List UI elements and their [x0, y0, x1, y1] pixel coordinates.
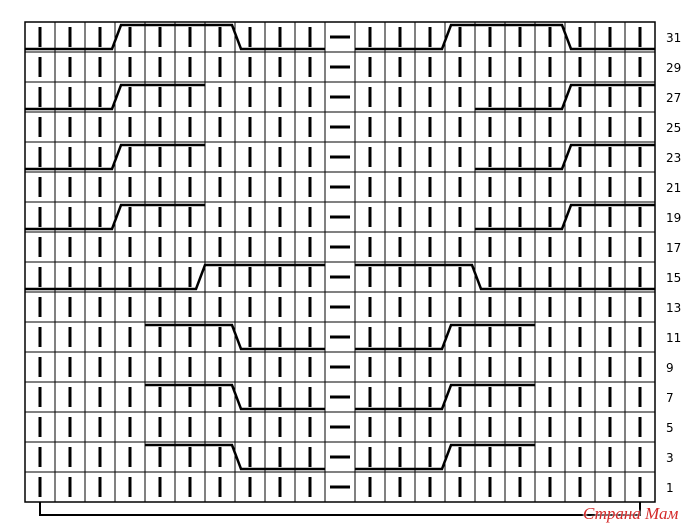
cable-cross-line	[145, 383, 325, 411]
row-number: 17	[666, 241, 681, 255]
row-number: 31	[666, 31, 681, 45]
cable-cross-line	[355, 443, 535, 471]
cable-cross-line	[145, 443, 325, 471]
cable-cross-line	[355, 23, 655, 51]
row-number: 11	[666, 331, 681, 345]
cable-cross-line	[475, 83, 655, 111]
row-number: 15	[666, 271, 681, 285]
cable-cross-line	[145, 323, 325, 351]
cable-cross-line	[355, 383, 535, 411]
row-number: 1	[666, 481, 674, 495]
cable-cross-line	[475, 143, 655, 171]
cable-cross-line	[475, 203, 655, 231]
row-number: 27	[666, 91, 681, 105]
row-number: 29	[666, 61, 681, 75]
row-number: 13	[666, 301, 681, 315]
row-number: 9	[666, 361, 674, 375]
cable-cross-line	[25, 83, 205, 111]
cable-cross-line	[25, 263, 325, 291]
row-number: 3	[666, 451, 674, 465]
row-number: 23	[666, 151, 681, 165]
row-number: 21	[666, 181, 681, 195]
row-number: 7	[666, 391, 674, 405]
repeat-bracket	[39, 502, 641, 516]
cable-cross-line	[25, 143, 205, 171]
row-number: 19	[666, 211, 681, 225]
cable-cross-line	[25, 203, 205, 231]
cable-cross-line	[355, 263, 655, 291]
cable-cross-line	[355, 323, 535, 351]
row-number: 5	[666, 421, 674, 435]
cable-cross-line	[25, 23, 325, 51]
watermark: Страна Мам	[583, 504, 679, 523]
row-number: 25	[666, 121, 681, 135]
